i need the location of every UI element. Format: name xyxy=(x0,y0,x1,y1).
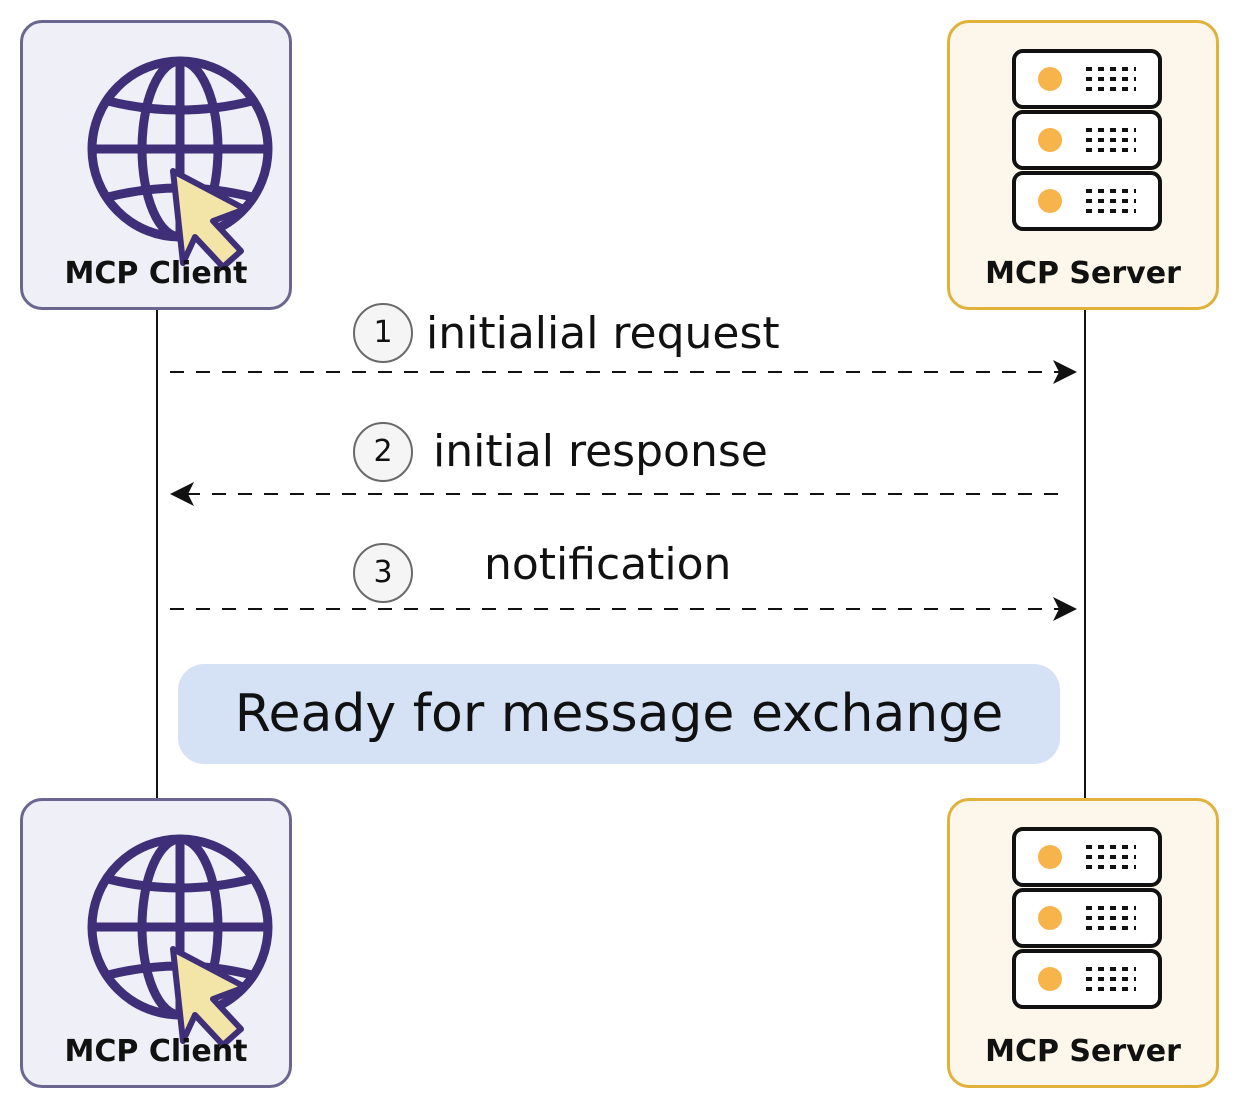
ready-banner: Ready for message exchange xyxy=(178,664,1060,764)
mcp-client-top: MCP Client xyxy=(20,20,292,310)
globe-cursor-icon xyxy=(87,56,273,270)
message-label-initial-request: initialial request xyxy=(426,308,780,359)
step-number-1: 1 xyxy=(353,303,413,363)
step-number-2: 2 xyxy=(353,422,413,482)
server-rack-icon xyxy=(1012,49,1162,231)
mcp-client-bottom: MCP Client xyxy=(20,798,292,1088)
client-label: MCP Client xyxy=(64,256,248,291)
message-label-initial-response: initial response xyxy=(433,426,768,477)
client-label: MCP Client xyxy=(64,1034,248,1069)
mcp-server-bottom: MCP Server xyxy=(947,798,1219,1088)
mcp-server-top: MCP Server xyxy=(947,20,1219,310)
server-label: MCP Server xyxy=(985,1034,1181,1069)
message-label-notification: notification xyxy=(484,539,732,590)
server-label: MCP Server xyxy=(985,256,1181,291)
globe-cursor-icon xyxy=(87,834,273,1048)
step-number-3: 3 xyxy=(353,543,413,603)
server-rack-icon xyxy=(1012,827,1162,1009)
